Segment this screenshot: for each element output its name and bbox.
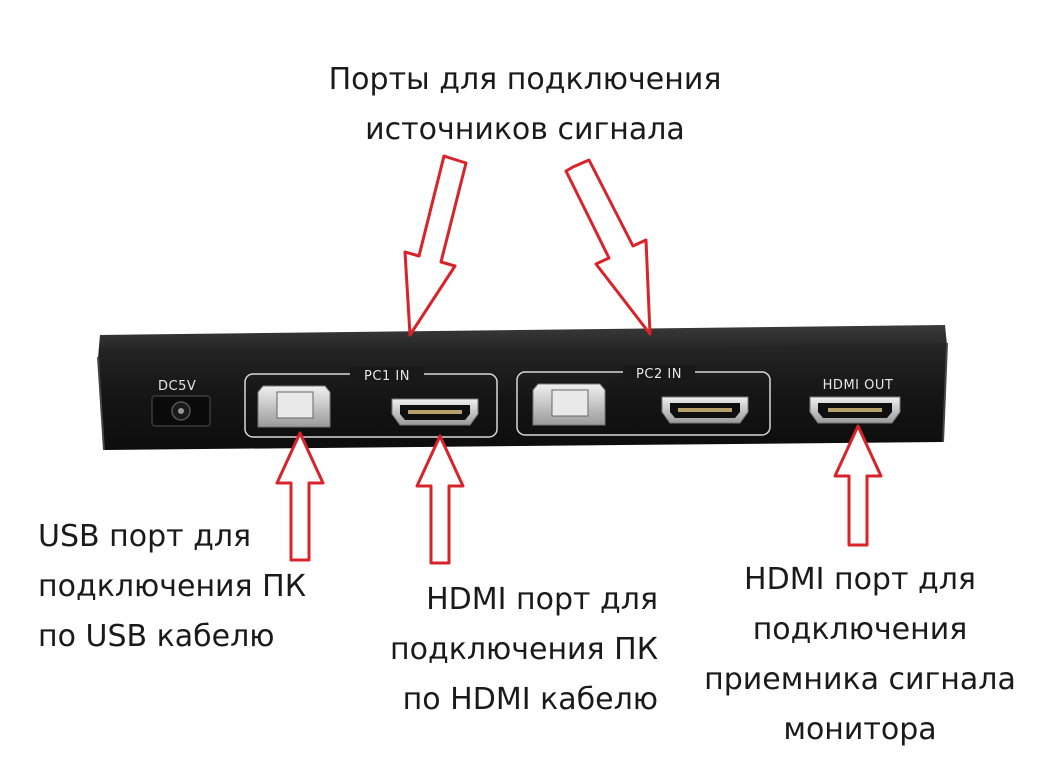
pc2-input-group: PC2 IN (516, 365, 771, 436)
caption-line: по USB кабелю (38, 619, 275, 654)
caption-source-ports: Порты для подключения источников сигнала (0, 55, 1050, 155)
caption-line: HDMI порт для (744, 562, 976, 597)
pc2-hdmi-in-port (661, 396, 749, 424)
arrow-to-usb-port (275, 431, 325, 562)
pc1-in-label: PC1 IN (364, 369, 410, 384)
caption-line: источников сигнала (365, 112, 685, 147)
dc-power-jack: DC5V (151, 379, 211, 427)
caption-hdmi-in-port: HDMI порт для подключения ПК по HDMI каб… (390, 575, 658, 725)
arrow-to-pc1-input (403, 154, 468, 337)
caption-line: USB порт для (38, 519, 252, 554)
arrow-to-hdmi-in-port (415, 434, 465, 565)
hdmi-out-label: HDMI OUT (823, 378, 894, 393)
pc1-usb-b-port (257, 385, 331, 428)
pc2-in-label: PC2 IN (636, 367, 682, 382)
dc5v-label: DC5V (158, 379, 196, 394)
hdmi-out-group: HDMI OUT (809, 378, 901, 424)
device-body (97, 325, 948, 451)
caption-line: монитора (783, 712, 937, 747)
pc1-hdmi-in-port (391, 398, 479, 426)
caption-line: подключения ПК (38, 569, 306, 604)
pc1-input-group: PC1 IN (244, 367, 498, 438)
pc2-usb-b-port (532, 383, 606, 426)
caption-line: подключения ПК (390, 632, 658, 667)
caption-line: по HDMI кабелю (402, 682, 658, 717)
caption-line: Порты для подключения (328, 62, 722, 97)
caption-hdmi-out-port: HDMI порт для подключения приемника сигн… (690, 555, 1030, 755)
arrow-to-pc2-input (564, 158, 652, 336)
hdmi-out-port (809, 396, 901, 424)
caption-line: HDMI порт для (426, 582, 658, 617)
caption-line: подключения (752, 612, 968, 647)
caption-usb-port: USB порт для подключения ПК по USB кабел… (38, 512, 306, 662)
arrow-to-hdmi-out-port (833, 424, 883, 547)
caption-line: приемника сигнала (704, 662, 1016, 697)
